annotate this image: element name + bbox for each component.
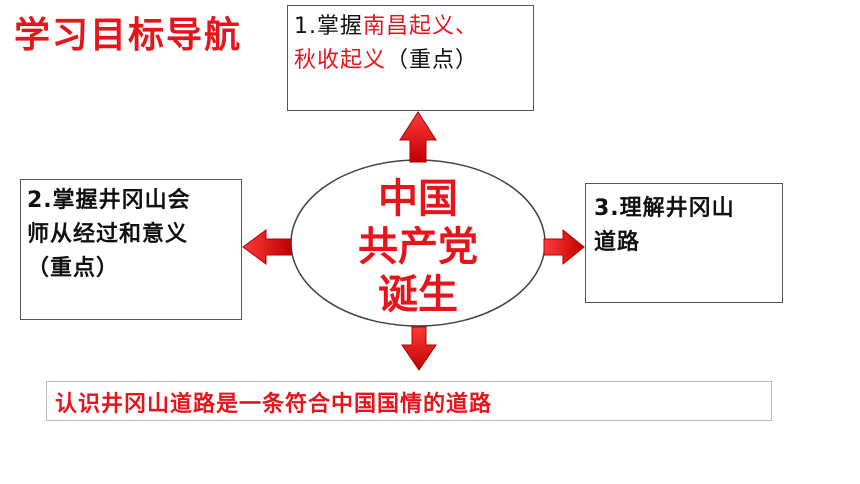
goal-3-line-1: 3.理解井冈山 [594, 196, 735, 221]
arrow-up-icon [399, 111, 437, 163]
goal-1-suffix: （重点） [386, 48, 479, 73]
goal-2-line-2: 师从经过和意义 [27, 222, 189, 247]
page-title: 学习目标导航 [14, 15, 243, 56]
center-line-3: 诞生 [378, 272, 458, 318]
goal-2-line-1: 2.掌握井冈山会 [27, 188, 191, 213]
goal-1-line-2: 秋收起义（重点） [294, 44, 533, 78]
arrow-right-icon [543, 228, 585, 266]
arrow-left-icon [242, 229, 292, 265]
goal-1-highlight-2: 秋收起义 [294, 48, 387, 73]
center-line-1: 中国 [378, 176, 458, 222]
center-line-2: 共产党 [358, 224, 478, 270]
goal-2-line-3: （重点） [27, 256, 120, 281]
goal-1-line-1: 1.掌握南昌起义、 [294, 10, 533, 44]
goal-1-highlight-1: 南昌起义、 [363, 14, 479, 39]
conclusion-box: 认识井冈山道路是一条符合中国国情的道路 [46, 381, 772, 421]
center-label: 中国 共产党 诞生 [310, 175, 526, 319]
arrow-down-icon [401, 326, 437, 371]
conclusion-text: 认识井冈山道路是一条符合中国国情的道路 [55, 392, 493, 417]
goal-1-prefix: 1.掌握 [294, 14, 363, 39]
goal-3-box: 3.理解井冈山 道路 [585, 183, 783, 303]
goal-1-box: 1.掌握南昌起义、 秋收起义（重点） [287, 5, 534, 111]
goal-3-line-2: 道路 [594, 230, 641, 255]
goal-2-box: 2.掌握井冈山会 师从经过和意义 （重点） [20, 179, 242, 320]
